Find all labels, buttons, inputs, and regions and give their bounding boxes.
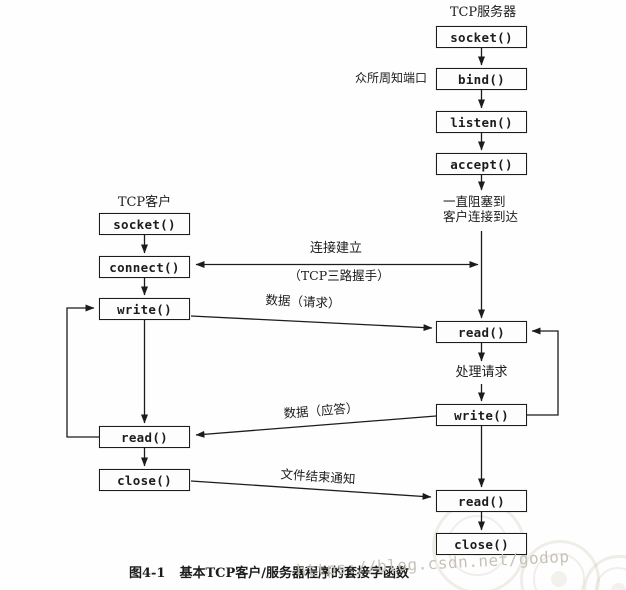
server-column-title: TCP服务器 bbox=[449, 5, 517, 20]
figure-caption: 图4-1 基本TCP客户/服务器程序的套接字函数 bbox=[119, 562, 419, 581]
loop-client-read-write bbox=[66, 304, 100, 438]
block-until-note-line1: 一直阻塞到 bbox=[443, 194, 506, 209]
client-box-socket: socket() bbox=[99, 213, 190, 235]
connection-established-label: 连接建立 bbox=[309, 241, 362, 256]
figure-title: 基本TCP客户/服务器程序的套接字函数 bbox=[179, 566, 410, 581]
client-box-write: write() bbox=[99, 298, 190, 320]
client-box-connect: connect() bbox=[99, 256, 190, 278]
arrow-data-request bbox=[190, 315, 433, 332]
watermark-stamp-ring bbox=[533, 553, 585, 590]
loop-server-write-read bbox=[527, 327, 559, 416]
block-until-note: 一直阻塞到 客户连接到达 bbox=[443, 194, 518, 224]
arrow-data-reply bbox=[195, 415, 437, 438]
server-box-bind: bind() bbox=[436, 68, 527, 90]
server-box-read: read() bbox=[436, 321, 527, 343]
watermark-stamp-core bbox=[551, 571, 568, 588]
process-request-label: 处理请求 bbox=[455, 365, 508, 380]
well-known-port-label: 众所周知端口 bbox=[354, 71, 427, 85]
server-box-socket: socket() bbox=[436, 26, 527, 48]
server-box-accept: accept() bbox=[436, 153, 527, 175]
arrow-eof-notice bbox=[190, 480, 432, 500]
three-way-handshake-label: （TCP三路握手） bbox=[288, 268, 390, 283]
block-until-note-line2: 客户连接到达 bbox=[443, 209, 519, 224]
server-box-read2: read() bbox=[436, 490, 527, 512]
client-box-read: read() bbox=[99, 426, 190, 448]
server-box-write: write() bbox=[436, 404, 527, 426]
watermark-stamp-core bbox=[611, 583, 626, 590]
client-column-title: TCP客户 bbox=[117, 195, 172, 210]
server-box-listen: listen() bbox=[436, 111, 527, 133]
server-box-close: close() bbox=[436, 533, 527, 555]
client-box-close: close() bbox=[99, 469, 190, 491]
figure-number: 图4-1 bbox=[128, 566, 166, 581]
